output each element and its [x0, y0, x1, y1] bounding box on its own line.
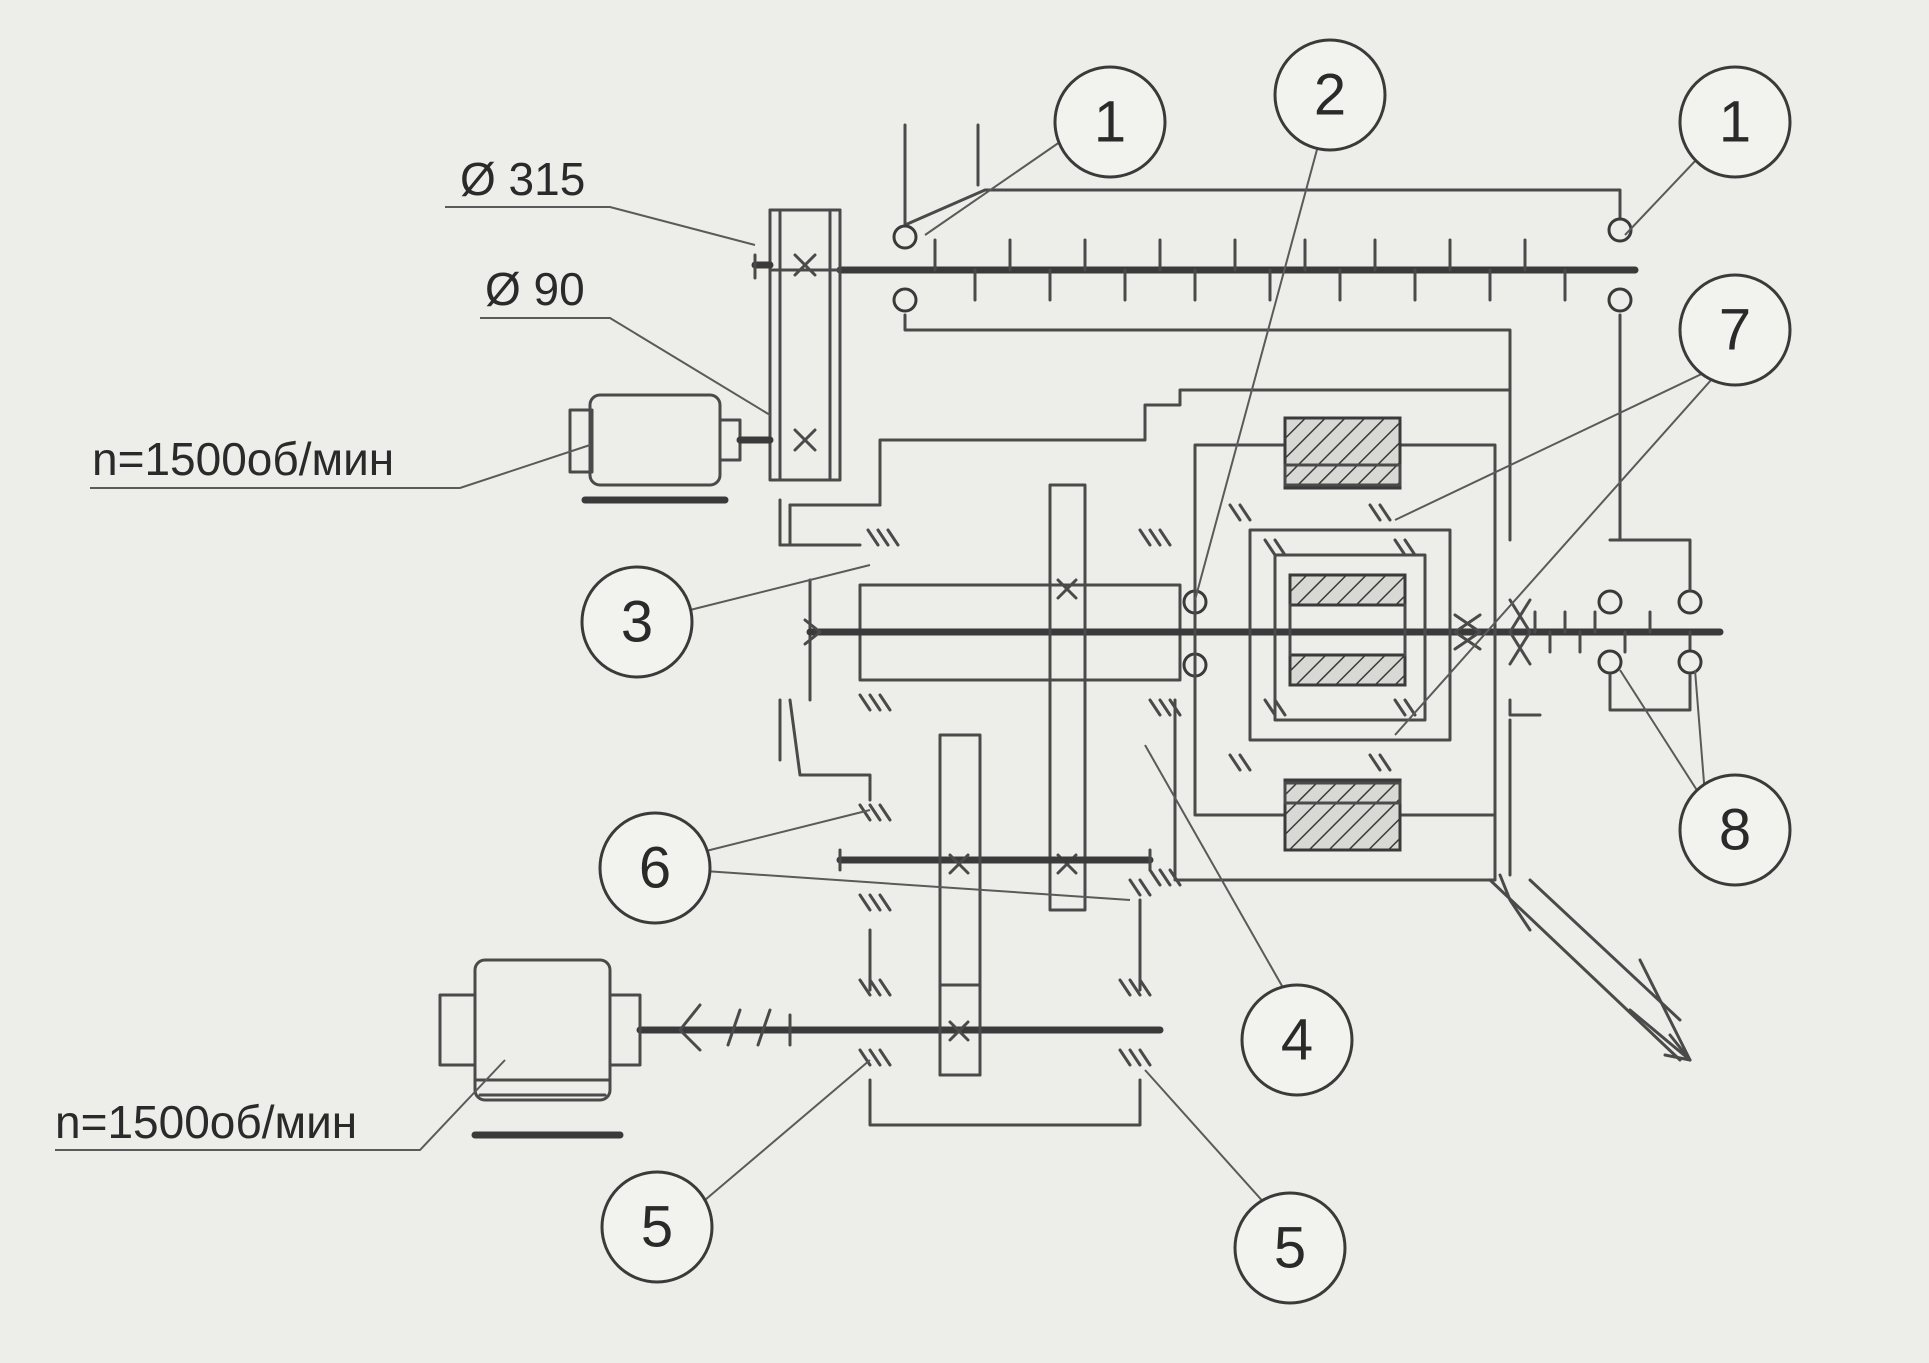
pulley-large-diameter: Ø 315: [460, 153, 585, 205]
callout-7-text: 7: [1719, 298, 1751, 363]
top-screw-shaft: [836, 123, 1639, 542]
callout-5-right-text: 5: [1274, 1216, 1306, 1281]
gearbox-housing: [778, 388, 1692, 1062]
rollers-2: [1182, 538, 1703, 712]
bearings-4: [1148, 698, 1182, 887]
top-motor: [568, 393, 774, 504]
bearings-3: [858, 528, 1172, 712]
counter-shaft: [836, 733, 1154, 1077]
callout-2: 2: [1273, 38, 1387, 152]
leader-lines: [55, 119, 1721, 1216]
callout-4: 4: [1240, 983, 1354, 1097]
callout-1-left-text: 1: [1094, 90, 1126, 155]
callout-3-text: 3: [621, 590, 653, 655]
callout-7: 7: [1678, 273, 1792, 387]
callout-6-text: 6: [639, 836, 671, 901]
callout-5-left: 5: [600, 1170, 714, 1284]
callout-6: 6: [598, 811, 712, 925]
callout-5-right: 5: [1233, 1191, 1347, 1305]
callout-1-left: 1: [1053, 65, 1167, 179]
callout-2-text: 2: [1314, 63, 1346, 128]
belt-drive: [751, 208, 842, 482]
callout-4-text: 4: [1281, 1008, 1313, 1073]
callout-1-right: 1: [1678, 65, 1792, 179]
differential-unit: [1193, 416, 1497, 852]
bottom-motor: [438, 958, 642, 1139]
support-rollers-1: [892, 217, 1633, 313]
bottom-motor-speed: n=1500об/мин: [55, 1096, 357, 1148]
bottom-shaft: [636, 898, 1164, 1127]
callout-3: 3: [580, 565, 694, 679]
callout-8-text: 8: [1719, 798, 1751, 863]
main-shaft: [803, 583, 1724, 682]
top-motor-speed: n=1500об/мин: [92, 433, 394, 485]
callout-8: 8: [1678, 773, 1792, 887]
callout-5-left-text: 5: [641, 1195, 673, 1260]
main-shaft-gear: [1048, 483, 1087, 912]
callout-1-right-text: 1: [1719, 90, 1751, 155]
pulley-small-diameter: Ø 90: [485, 263, 585, 315]
